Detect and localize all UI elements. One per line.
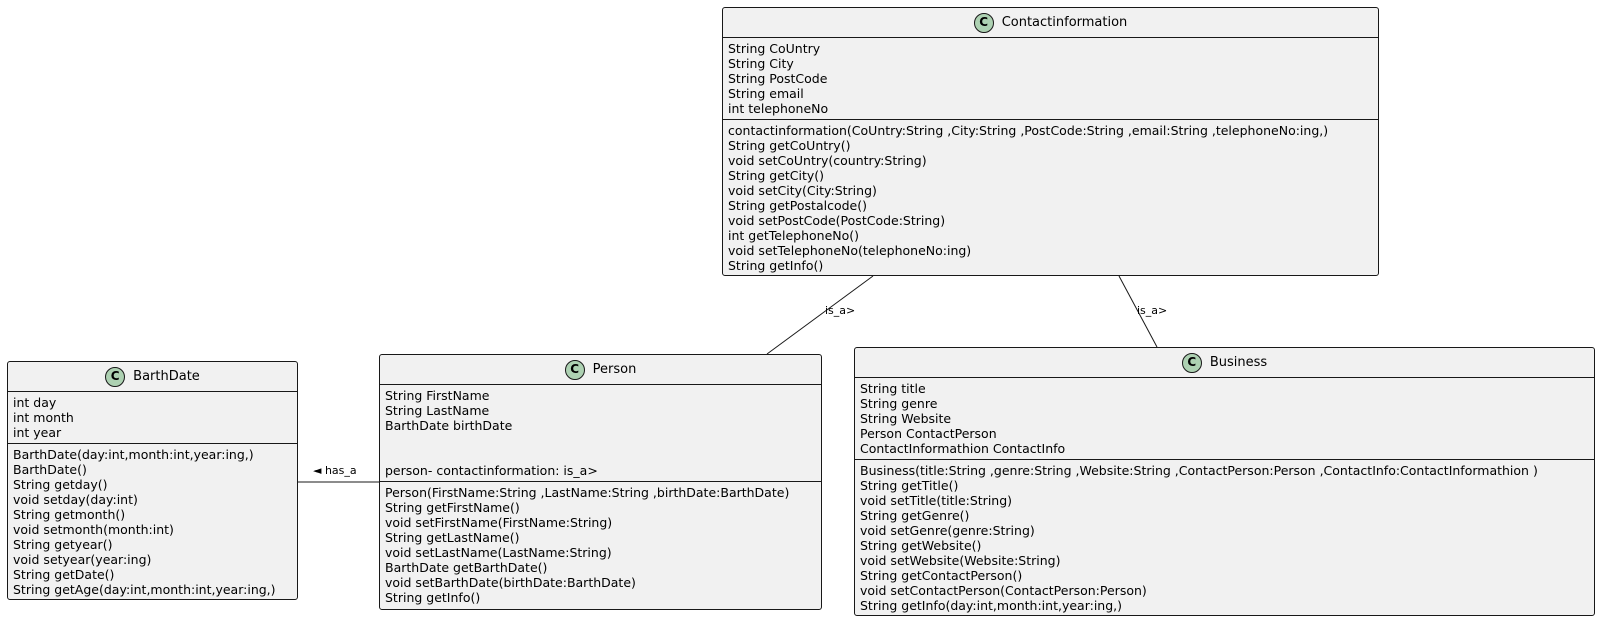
method: void setTitle(title:String) (860, 493, 1013, 508)
method: String getPostalcode() (728, 198, 867, 213)
method: String getmonth() (13, 507, 126, 522)
attribute: String genre (860, 396, 938, 411)
class-name: Person (592, 362, 637, 377)
method: void setPostCode(PostCode:String) (728, 213, 946, 228)
method: void setCoUntry(country:String) (728, 153, 927, 168)
class-header: C BarthDate (8, 362, 297, 392)
class-barthdate[interactable]: C BarthDate int day int month int year B… (7, 361, 298, 600)
method: void setday(day:int) (13, 492, 138, 507)
class-contactinformation[interactable]: C Contactinformation String CoUntry Stri… (722, 7, 1379, 276)
method: String getLastName() (385, 530, 520, 545)
attribute: String title (860, 381, 926, 396)
method: String getTitle() (860, 478, 959, 493)
is-a-label-person: is_a> (825, 304, 856, 317)
class-icon: C (105, 366, 126, 387)
class-icon: C (973, 12, 994, 33)
attribute: int year (13, 425, 62, 440)
class-name: Business (1209, 355, 1268, 370)
attribute: int day (13, 395, 57, 410)
method: void setTelephoneNo(telephoneNo:ing) (728, 243, 972, 258)
class-name: BarthDate (133, 369, 200, 384)
method: String getWebsite() (860, 538, 982, 553)
method: String getInfo() (385, 590, 481, 605)
class-header: C Business (855, 348, 1594, 378)
attribute: String FirstName (385, 388, 490, 403)
attribute: ContactInformathion ContactInfo (860, 441, 1066, 456)
methods-section: contactinformation(CoUntry:String ,City:… (723, 119, 1378, 276)
method: String getCoUntry() (728, 138, 851, 153)
attribute: int month (13, 410, 74, 425)
methods-section: Business(title:String ,genre:String ,Web… (855, 459, 1594, 616)
method: String getFirstName() (385, 500, 520, 515)
method: void setCity(City:String) (728, 183, 877, 198)
attribute: ​ (385, 448, 816, 463)
method: BarthDate() (13, 462, 87, 477)
method: void setFirstName(FirstName:String) (385, 515, 613, 530)
methods-section: BarthDate(day:int,month:int,year:ing,) B… (8, 443, 297, 600)
class-icon: C (564, 359, 585, 380)
method: void setmonth(month:int) (13, 522, 174, 537)
method: String getInfo() (728, 258, 824, 273)
attribute: person- contactinformation: is_a> (385, 463, 598, 478)
method: int getTelephoneNo() (728, 228, 860, 243)
class-icon: C (1181, 352, 1202, 373)
attribute: String email (728, 86, 804, 101)
method: String getDate() (13, 567, 115, 582)
method: String getyear() (13, 537, 113, 552)
attribute: int telephoneNo (728, 101, 829, 116)
attribute: BarthDate birthDate (385, 418, 513, 433)
attributes-section: String FirstName String LastName BarthDa… (380, 385, 821, 481)
method: BarthDate getBarthDate() (385, 560, 548, 575)
method: String getday() (13, 477, 108, 492)
class-person[interactable]: C Person String FirstName String LastNam… (379, 354, 822, 610)
method: String getInfo(day:int,month:int,year:in… (860, 598, 1123, 613)
method: void setBarthDate(birthDate:BarthDate) (385, 575, 636, 590)
method: Business(title:String ,genre:String ,Web… (860, 463, 1538, 478)
method: String getContactPerson() (860, 568, 1023, 583)
attributes-section: String CoUntry String City String PostCo… (723, 38, 1378, 119)
method: void setContactPerson(ContactPerson:Pers… (860, 583, 1147, 598)
method: void setWebsite(Website:String) (860, 553, 1061, 568)
method: String getAge(day:int,month:int,year:ing… (13, 582, 276, 597)
method: BarthDate(day:int,month:int,year:ing,) (13, 447, 254, 462)
method: void setLastName(LastName:String) (385, 545, 612, 560)
attribute: String Website (860, 411, 952, 426)
contact-business-link (1118, 275, 1158, 348)
is-a-label-business: is_a> (1137, 304, 1168, 317)
attribute: Person ContactPerson (860, 426, 997, 441)
class-header: C Contactinformation (723, 8, 1378, 38)
attribute: String PostCode (728, 71, 828, 86)
method: Person(FirstName:String ,LastName:String… (385, 485, 790, 500)
method: contactinformation(CoUntry:String ,City:… (728, 123, 1329, 138)
attribute: ​ (385, 433, 816, 448)
attribute: String LastName (385, 403, 490, 418)
attribute: String City (728, 56, 794, 71)
method: String getGenre() (860, 508, 970, 523)
method: void setGenre(genre:String) (860, 523, 1035, 538)
attribute: String CoUntry (728, 41, 821, 56)
method: void setyear(year:ing) (13, 552, 152, 567)
class-name: Contactinformation (1001, 15, 1128, 30)
attributes-section: int day int month int year (8, 392, 297, 443)
has-a-label: ◄ has_a (313, 464, 357, 477)
class-header: C Person (380, 355, 821, 385)
method: String getCity() (728, 168, 825, 183)
class-business[interactable]: C Business String title String genre Str… (854, 347, 1595, 616)
contact-person-link (766, 275, 874, 355)
methods-section: Person(FirstName:String ,LastName:String… (380, 481, 821, 608)
attributes-section: String title String genre String Website… (855, 378, 1594, 459)
